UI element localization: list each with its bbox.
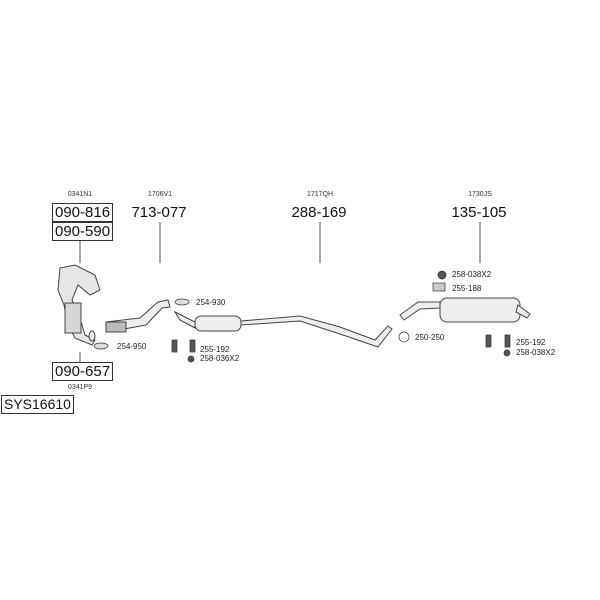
part-number[interactable]: 135-105 (451, 204, 507, 221)
part-number-box[interactable]: 090-816 (52, 203, 114, 222)
group-ref: 1730JS (468, 191, 492, 198)
group-ref-0341N1: 0341N1 (67, 191, 93, 198)
group-ref: 1717QH (306, 191, 334, 198)
accessory-label[interactable]: 250-250 (415, 333, 445, 342)
accessory-label[interactable]: 254-950 (117, 342, 147, 351)
accessory-label[interactable]: 258-038X2 (452, 270, 492, 279)
part-number[interactable]: 288-169 (291, 204, 347, 221)
rear-pipe-muffler (399, 297, 531, 323)
accessory-label[interactable]: 254-930 (196, 298, 226, 307)
front-pipe (105, 299, 171, 333)
group-ref: 1706V1 (147, 191, 173, 198)
system-code-box[interactable]: SYS16610 (1, 395, 74, 414)
part-number[interactable]: 713-077 (131, 204, 187, 221)
part-number-box[interactable]: 090-657 (52, 362, 114, 381)
manifold-catalyst (57, 264, 101, 346)
accessory-label[interactable]: 258-038X2 (516, 348, 556, 357)
part-number-box[interactable]: 090-590 (52, 222, 114, 241)
accessory-label[interactable]: 255-192 (516, 338, 546, 347)
accessory-label[interactable]: 258-036X2 (200, 354, 240, 363)
hardware-icons (93, 270, 511, 363)
middle-pipe-muffler (173, 310, 393, 348)
accessory-label[interactable]: 255-192 (200, 345, 230, 354)
accessory-label[interactable]: 255-188 (452, 284, 482, 293)
group-ref-0341P9: 0341P9 (67, 384, 93, 391)
